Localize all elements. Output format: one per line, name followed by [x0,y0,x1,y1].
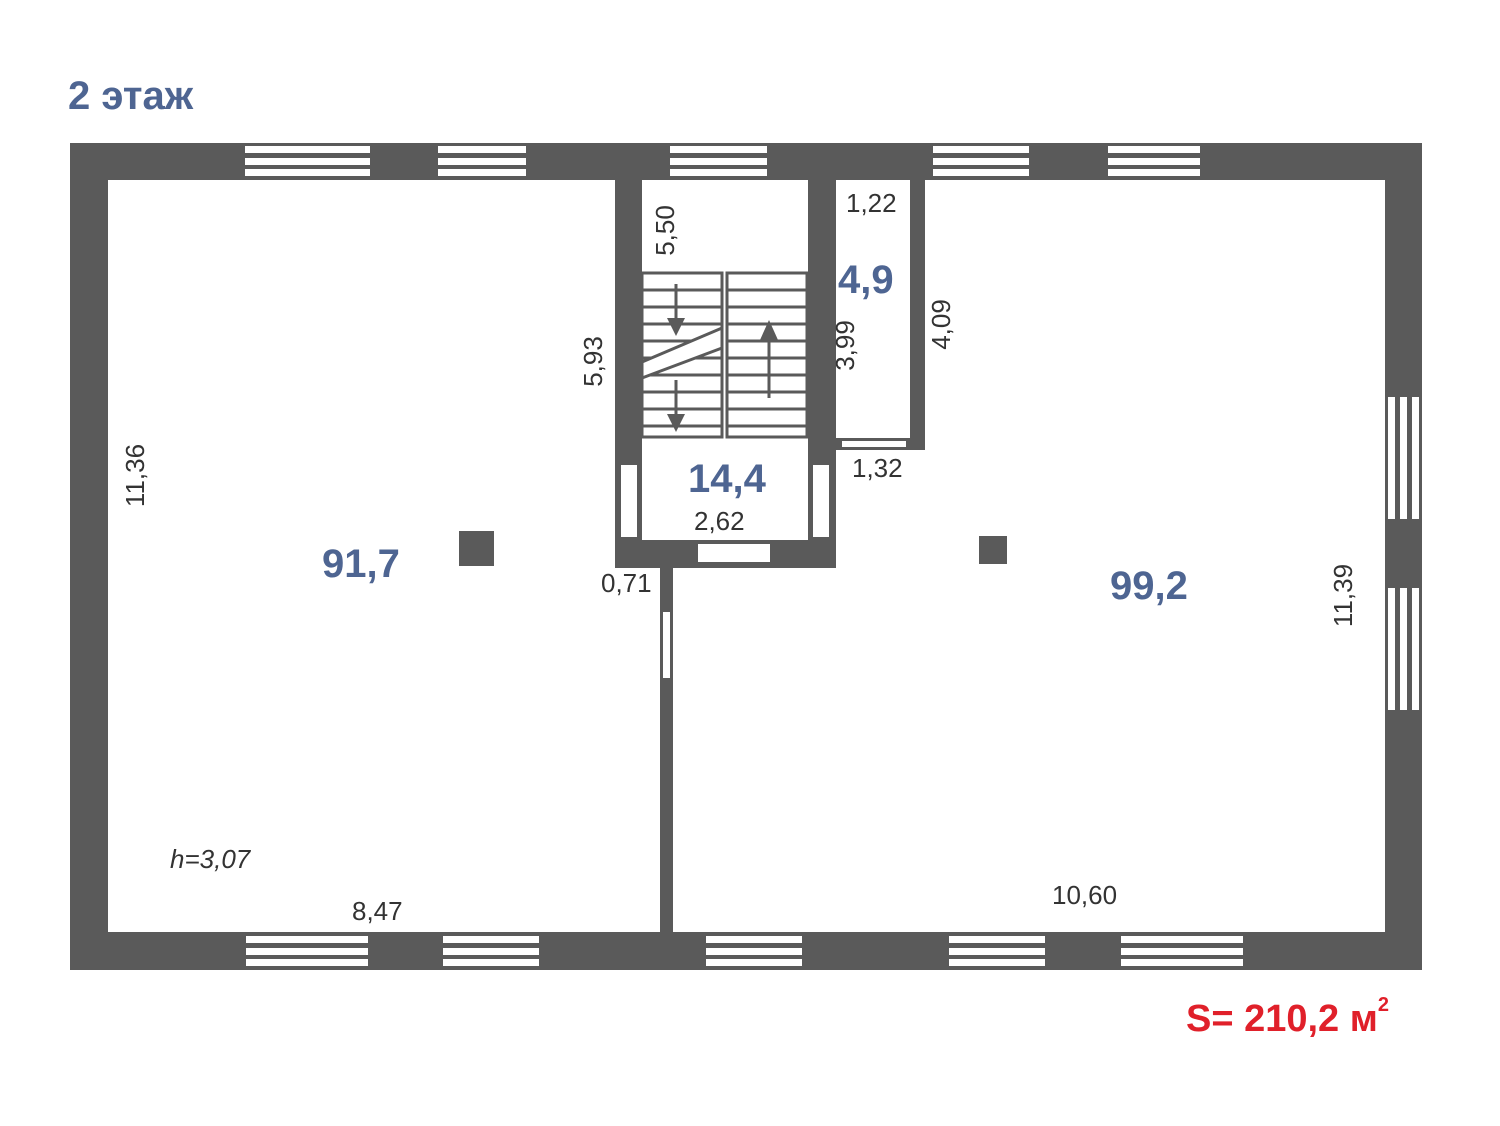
floor-title: 2 этаж [68,74,194,118]
dim-small-bottom: 1,32 [852,453,903,483]
dim-right-width: 10,60 [1052,880,1118,910]
dim-opening: 0,71 [601,568,652,598]
total-area-label: S= 210,2 м [1186,998,1378,1040]
stair-door-bottom [698,544,770,562]
window-top-1 [245,146,370,176]
dim-ceiling-height: h=3,07 [170,844,251,874]
dim-small-inner-length: 3,99 [829,320,860,371]
window-bottom-3 [706,936,802,966]
window-bottom-4 [949,936,1045,966]
room-area-small: 4,9 [838,258,894,302]
stair-door-left [621,465,637,537]
wall-left [70,143,108,970]
dim-small-top: 1,22 [846,188,897,218]
window-bottom-5 [1121,936,1243,966]
column-right [979,536,1007,564]
wall-smallroom-right [910,178,925,450]
window-top-3 [670,146,767,176]
window-right-2 [1388,588,1419,710]
total-area: S= 210,2 м2 [1186,994,1389,1041]
room-area-stairwell: 14,4 [688,457,766,501]
dim-stair-length: 5,50 [649,205,680,256]
dim-left-height: 11,36 [120,443,151,508]
window-top-4 [933,146,1029,176]
wall-right [1385,143,1422,970]
stair-door-right [813,465,829,537]
dim-right-height: 11,39 [1328,563,1359,628]
room-area-left: 91,7 [322,542,400,586]
window-bottom-1 [246,936,368,966]
total-area-unit-sup: 2 [1377,994,1389,1016]
dim-left-width: 8,47 [352,896,403,926]
partition-door [663,612,670,678]
dim-stair-outer-length: 5,93 [577,336,608,387]
smallroom-door [842,441,906,447]
window-right-1 [1388,397,1419,519]
dim-stair-width: 2,62 [694,506,745,536]
staircase-icon [640,271,809,439]
window-top-2 [438,146,526,176]
window-top-5 [1108,146,1200,176]
room-area-right: 99,2 [1110,564,1188,608]
window-bottom-2 [443,936,539,966]
column-left [459,531,494,566]
dim-small-outer-length: 4,09 [925,299,956,350]
